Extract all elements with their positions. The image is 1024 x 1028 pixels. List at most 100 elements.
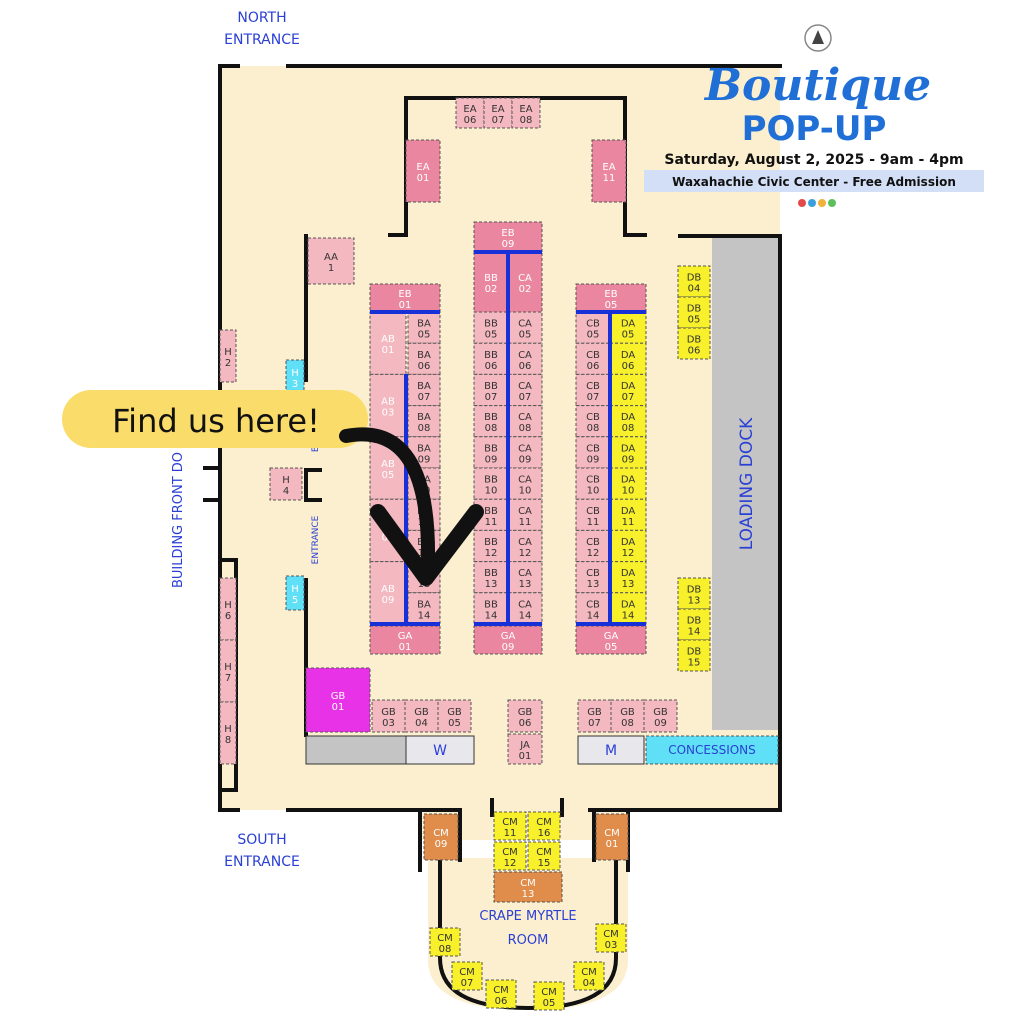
booth-aa-1: AA1 (307, 237, 355, 285)
svg-text:08: 08 (485, 423, 498, 434)
svg-text:CM: CM (520, 878, 536, 889)
svg-text:08: 08 (520, 115, 533, 126)
svg-text:DA: DA (621, 537, 636, 548)
svg-text:06: 06 (622, 361, 635, 372)
south-entrance-label-1: SOUTH (237, 832, 286, 848)
svg-text:05: 05 (543, 998, 556, 1009)
svg-text:CA: CA (518, 319, 532, 330)
svg-text:02: 02 (519, 284, 532, 295)
svg-text:11: 11 (587, 517, 600, 528)
svg-text:08: 08 (587, 423, 600, 434)
m-room (577, 735, 645, 765)
svg-text:CM: CM (437, 933, 453, 944)
svg-text:16: 16 (538, 828, 551, 839)
svg-text:GA: GA (398, 631, 413, 642)
title-script: Boutique (703, 60, 931, 111)
svg-text:01: 01 (382, 345, 395, 356)
svg-text:BB: BB (484, 350, 498, 361)
svg-text:07: 07 (622, 392, 635, 403)
svg-text:CB: CB (586, 412, 600, 423)
curved-arrow-icon (339, 427, 484, 586)
svg-text:12: 12 (587, 548, 600, 559)
svg-text:CB: CB (586, 443, 600, 454)
svg-text:DA: DA (621, 475, 636, 486)
svg-text:DB: DB (687, 304, 702, 315)
booth-h-8: H8 (219, 701, 237, 765)
svg-text:07: 07 (418, 392, 431, 403)
booths-layer: EA06EA07EA08EA01EA11AA1EB01EB09EB05AB01A… (219, 97, 711, 1011)
svg-text:H: H (224, 347, 232, 358)
svg-text:12: 12 (485, 548, 498, 559)
svg-text:JA: JA (519, 740, 530, 751)
svg-text:09: 09 (654, 718, 667, 729)
svg-text:H: H (224, 600, 232, 611)
svg-text:11: 11 (622, 517, 635, 528)
svg-text:05: 05 (485, 330, 498, 341)
venue-bar (644, 170, 984, 192)
svg-text:H: H (291, 368, 299, 379)
svg-text:05: 05 (382, 470, 395, 481)
svg-text:CA: CA (518, 443, 532, 454)
svg-text:06: 06 (418, 361, 431, 372)
svg-text:09: 09 (502, 642, 515, 653)
loading-dock-label: LOADING DOCK (737, 417, 757, 550)
svg-text:4: 4 (283, 486, 289, 497)
svg-text:CA: CA (518, 273, 532, 284)
svg-text:DA: DA (621, 319, 636, 330)
svg-text:09: 09 (435, 839, 448, 850)
svg-text:BA: BA (417, 599, 431, 610)
svg-text:CM: CM (604, 828, 620, 839)
svg-text:CB: CB (586, 319, 600, 330)
svg-text:CB: CB (586, 568, 600, 579)
svg-text:09: 09 (502, 239, 515, 250)
svg-text:8: 8 (225, 735, 231, 746)
svg-text:09: 09 (622, 454, 635, 465)
north-entrance-label-2: ENTRANCE (224, 32, 300, 48)
svg-text:05: 05 (688, 315, 701, 326)
svg-text:06: 06 (495, 996, 508, 1007)
svg-text:CM: CM (493, 985, 509, 996)
svg-text:DA: DA (621, 443, 636, 454)
svg-text:H: H (224, 724, 232, 735)
svg-text:BA: BA (417, 350, 431, 361)
svg-text:AB: AB (381, 397, 395, 408)
svg-text:08: 08 (621, 718, 634, 729)
svg-text:11: 11 (485, 517, 498, 528)
svg-text:10: 10 (587, 486, 600, 497)
svg-text:07: 07 (587, 392, 600, 403)
svg-text:BA: BA (417, 443, 431, 454)
svg-text:EB: EB (398, 289, 411, 300)
svg-text:CA: CA (518, 412, 532, 423)
svg-text:BB: BB (484, 506, 498, 517)
svg-text:CB: CB (586, 350, 600, 361)
svg-text:10: 10 (485, 486, 498, 497)
svg-text:H: H (291, 584, 299, 595)
svg-text:CA: CA (518, 506, 532, 517)
